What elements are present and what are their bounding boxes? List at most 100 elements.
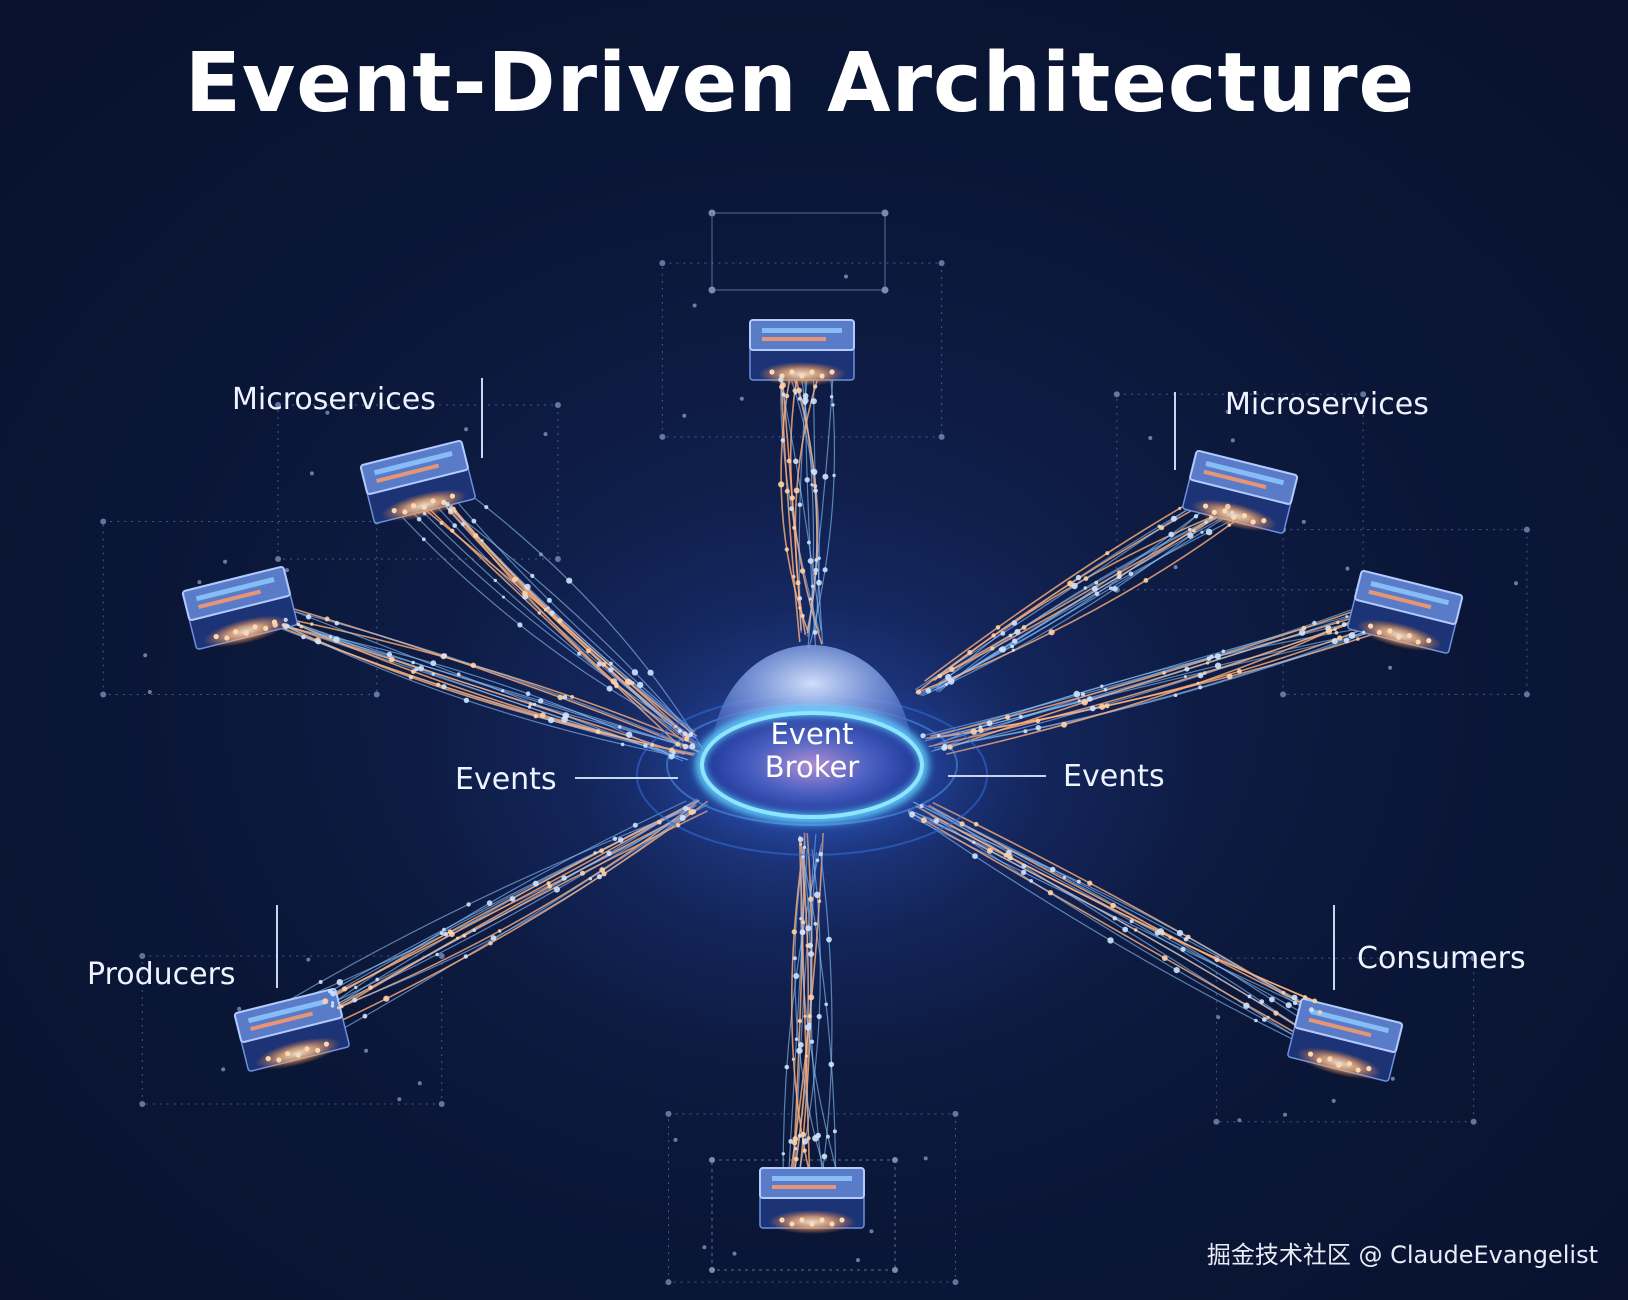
stream-spark bbox=[810, 483, 814, 487]
stream-spark bbox=[614, 683, 619, 689]
frame-dot bbox=[709, 1267, 715, 1273]
node-port bbox=[421, 504, 427, 510]
watermark: 掘金技术社区 @ ClaudeEvangelist bbox=[1206, 1241, 1598, 1269]
stream-spark bbox=[792, 575, 796, 579]
stream-spark bbox=[822, 567, 828, 573]
stream-spark bbox=[488, 941, 493, 946]
node-port bbox=[285, 1051, 291, 1057]
stream-spark bbox=[797, 502, 803, 508]
stream-spark bbox=[1099, 703, 1106, 710]
stream-bottom-node bbox=[782, 832, 844, 1212]
stream-spark bbox=[1205, 661, 1210, 665]
stream-spark bbox=[1081, 698, 1088, 706]
stream-spark bbox=[617, 837, 624, 843]
node-grid-bottom-node bbox=[665, 1110, 959, 1286]
node-port bbox=[1241, 513, 1247, 519]
broker-label-line2: Broker bbox=[764, 750, 860, 784]
grid-outlines bbox=[100, 209, 1530, 1286]
stream-spark bbox=[388, 656, 395, 663]
stream-spark bbox=[921, 817, 927, 824]
stream-spark bbox=[1225, 503, 1231, 510]
stream-spark bbox=[689, 743, 696, 750]
stream-spark bbox=[791, 1057, 796, 1061]
stream-spark bbox=[1312, 620, 1317, 626]
node-port bbox=[829, 369, 835, 375]
stream-spark bbox=[448, 507, 453, 512]
stream-spark bbox=[514, 577, 519, 581]
stream-spark bbox=[1262, 1017, 1267, 1022]
stream-spark bbox=[807, 558, 814, 564]
stream-spark bbox=[1301, 625, 1307, 631]
stream-spark bbox=[800, 613, 805, 619]
broker-base bbox=[702, 713, 922, 817]
stream-spark bbox=[1023, 729, 1028, 734]
grid-dot bbox=[554, 401, 561, 408]
stream-spark bbox=[999, 646, 1006, 653]
stream-spark bbox=[925, 688, 932, 694]
stream-spark bbox=[675, 823, 681, 828]
grid-dot bbox=[938, 433, 945, 440]
stream-line bbox=[921, 498, 1239, 697]
stream-spark bbox=[1087, 880, 1093, 886]
stream-spark bbox=[466, 902, 471, 907]
stream-spark bbox=[791, 929, 797, 935]
stream-spark bbox=[1134, 928, 1138, 932]
stream-spark bbox=[682, 744, 686, 748]
stream-spark bbox=[546, 881, 551, 886]
stream-spark bbox=[802, 845, 807, 849]
stream-line bbox=[444, 486, 696, 733]
stream-spark bbox=[826, 1134, 830, 1139]
stream-spark bbox=[553, 886, 561, 893]
stream-spark bbox=[789, 495, 795, 501]
node-port bbox=[789, 1221, 795, 1227]
events-right-label: Events bbox=[1063, 759, 1165, 794]
stream-spark bbox=[792, 956, 797, 961]
frame-dot bbox=[892, 1157, 898, 1163]
stream-spark bbox=[824, 1002, 828, 1007]
grid-dot bbox=[1470, 1118, 1477, 1125]
stream-spark bbox=[784, 393, 790, 399]
stream-spark bbox=[970, 728, 977, 735]
stream-spark bbox=[1298, 629, 1306, 636]
stream-spark bbox=[473, 533, 479, 539]
node-port bbox=[1231, 514, 1237, 520]
grid-dot bbox=[1301, 519, 1306, 524]
stream-spark bbox=[517, 622, 523, 628]
stream-spark bbox=[310, 622, 314, 626]
stream-spark bbox=[1291, 994, 1298, 1001]
stream-spark bbox=[453, 509, 457, 513]
stream-spark bbox=[793, 973, 800, 979]
node-detail bbox=[762, 328, 842, 333]
grid-dot bbox=[1173, 565, 1178, 570]
stream-spark bbox=[986, 847, 993, 854]
stream-spark bbox=[809, 1039, 815, 1044]
stream-spark bbox=[1117, 570, 1122, 576]
stream-spark bbox=[620, 742, 625, 747]
stream-spark bbox=[456, 672, 461, 677]
stream-spark bbox=[528, 702, 533, 706]
stream-spark bbox=[1356, 637, 1360, 641]
stream-spark bbox=[799, 917, 803, 921]
stream-line bbox=[907, 810, 1324, 1050]
node-port bbox=[799, 1217, 805, 1223]
stream-spark bbox=[299, 624, 304, 629]
stream-spark bbox=[445, 501, 450, 507]
grid-dot bbox=[702, 1245, 707, 1250]
stream-spark bbox=[832, 473, 836, 478]
stream-spark bbox=[793, 458, 799, 465]
stream-spark bbox=[986, 720, 993, 727]
stream-line bbox=[816, 848, 833, 1207]
stream-spark bbox=[1003, 852, 1009, 858]
stream-spark bbox=[1161, 955, 1168, 961]
stream-spark bbox=[490, 935, 497, 941]
stream-spark bbox=[1006, 854, 1013, 860]
grid-dot bbox=[306, 957, 311, 962]
stream-spark bbox=[933, 818, 939, 824]
stream-line bbox=[930, 601, 1379, 737]
stream-line bbox=[810, 851, 825, 1186]
stream-spark bbox=[334, 620, 340, 626]
stream-spark bbox=[804, 477, 810, 483]
stream-line bbox=[934, 499, 1218, 691]
node-port bbox=[224, 635, 230, 641]
